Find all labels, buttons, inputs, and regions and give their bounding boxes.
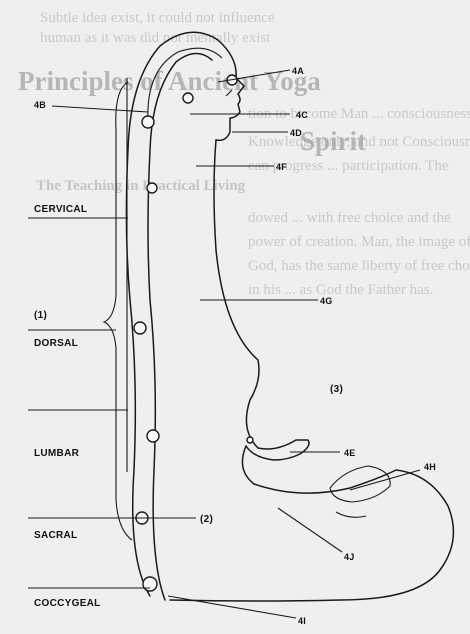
bleed-line: human as it was did not mentally exist (40, 30, 271, 46)
chakra-third-eye-point (183, 93, 193, 103)
callout-4g: 4G (320, 296, 333, 306)
callout-4h: 4H (424, 462, 436, 472)
bleed-through-text: Subtle idea exist, it could not influenc… (18, 10, 470, 298)
callout-4e: 4E (344, 448, 356, 458)
bleed-line: power of creation. Man, the image of (248, 234, 470, 250)
label-marker-3: (3) (330, 384, 343, 395)
bleed-line: God, has the same liberty of free choice (248, 258, 470, 274)
chakra-medulla-point (142, 116, 154, 128)
foot-outline (336, 512, 366, 517)
callout-labels: 4A 4B 4C 4D 4F 4G 4E 4H 4J 4I (34, 66, 436, 626)
label-coccygeal: COCCYGEAL (34, 598, 101, 609)
label-dorsal: DORSAL (34, 338, 78, 349)
leader-4j (278, 508, 342, 552)
label-marker-2: (2) (200, 514, 213, 525)
leader-4b (52, 106, 148, 112)
label-cervical: CERVICAL (34, 204, 87, 215)
bleed-line: in his ... as God the Father has. (248, 282, 433, 298)
bleed-line: Subtle idea exist, it could not influenc… (40, 10, 275, 26)
callout-4i: 4I (298, 616, 306, 626)
callout-4c: 4C (296, 110, 308, 120)
bleed-line: Knowledge only, and not Consciousness (248, 134, 470, 150)
chakra-points (134, 75, 253, 591)
chakra-lumbar-point (147, 430, 159, 442)
bleed-line: dowed ... with free choice and the (248, 210, 451, 226)
callout-4a: 4A (292, 66, 304, 76)
callout-4j: 4J (344, 552, 355, 562)
callout-4b: 4B (34, 100, 46, 110)
label-lumbar: LUMBAR (34, 448, 80, 459)
chakra-dorsal-point (134, 322, 146, 334)
callout-4f: 4F (276, 162, 287, 172)
chakra-coccygeal-point (143, 577, 157, 591)
chakra-heart-point (247, 437, 253, 443)
callout-4d: 4D (290, 128, 302, 138)
label-marker-1: (1) (34, 310, 47, 321)
chakra-cervical-point (147, 183, 157, 193)
label-sacral: SACRAL (34, 530, 77, 541)
leader-4i (168, 596, 296, 618)
